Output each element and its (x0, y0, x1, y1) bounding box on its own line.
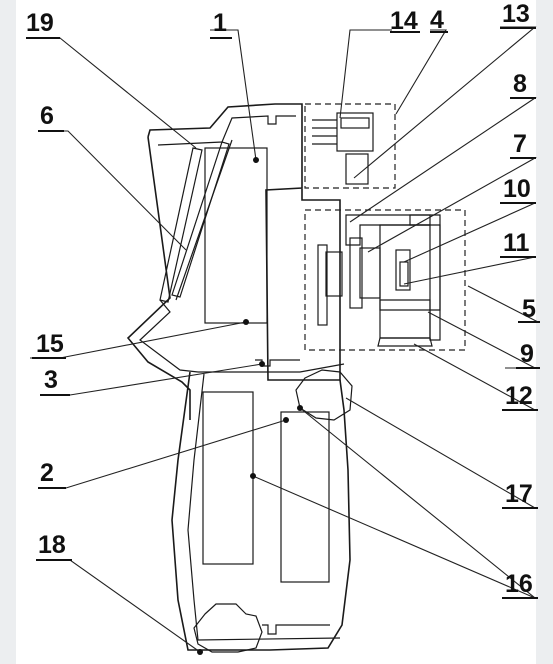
label-8: 8 (513, 70, 527, 98)
element-11 (399, 261, 409, 287)
label-15: 15 (36, 330, 64, 358)
label-16: 16 (505, 570, 533, 598)
sensor-14 (312, 112, 374, 152)
plate-left (317, 244, 328, 326)
label-13: 13 (502, 0, 530, 28)
display-panel (204, 147, 268, 324)
label-11: 11 (503, 229, 530, 257)
head-housing-front (126, 136, 191, 420)
base-9 (379, 299, 431, 339)
module-4-box (304, 103, 396, 189)
label-10: 10 (503, 175, 531, 203)
coil-left (325, 251, 343, 297)
label-2: 2 (40, 459, 54, 487)
window-glass-outer (159, 147, 203, 303)
label-19: 19 (26, 9, 54, 37)
handle-inner-wall (187, 373, 341, 641)
connector-17 (295, 369, 353, 421)
joint-notch (255, 359, 300, 367)
head-inner-wall-2 (139, 299, 199, 373)
battery-left (202, 391, 254, 565)
module-5-box (304, 209, 466, 351)
label-18: 18 (38, 531, 66, 559)
label-12: 12 (505, 382, 533, 410)
head-housing (147, 103, 341, 381)
head-inner-wall (157, 115, 296, 146)
label-9: 9 (520, 340, 534, 368)
label-3: 3 (44, 366, 58, 394)
label-17: 17 (505, 480, 533, 508)
label-7: 7 (513, 130, 527, 158)
bracket-7 (349, 237, 363, 309)
callout-labels: 19 1 14 4 13 6 8 7 10 11 5 15 9 (26, 0, 540, 599)
leader-dots (197, 157, 303, 655)
housing-outline (126, 103, 351, 651)
label-6: 6 (40, 102, 54, 130)
window-glass-inner (171, 141, 230, 298)
leader-lines (26, 26, 539, 653)
diagram-paper (16, 0, 536, 664)
handle-housing (171, 371, 351, 651)
coil-right (359, 247, 381, 299)
joint-line (198, 363, 345, 373)
optical-window (159, 139, 233, 303)
gasket-12 (377, 337, 433, 347)
bottom-notch (262, 624, 330, 635)
label-5: 5 (522, 295, 536, 323)
label-14: 14 (390, 7, 418, 35)
battery-right (280, 411, 330, 583)
element-10 (395, 249, 411, 291)
component-13 (345, 153, 369, 185)
label-4: 4 (430, 6, 444, 34)
label-1: 1 (213, 9, 227, 37)
window-frame-line (175, 139, 233, 301)
connector-18 (193, 603, 263, 653)
